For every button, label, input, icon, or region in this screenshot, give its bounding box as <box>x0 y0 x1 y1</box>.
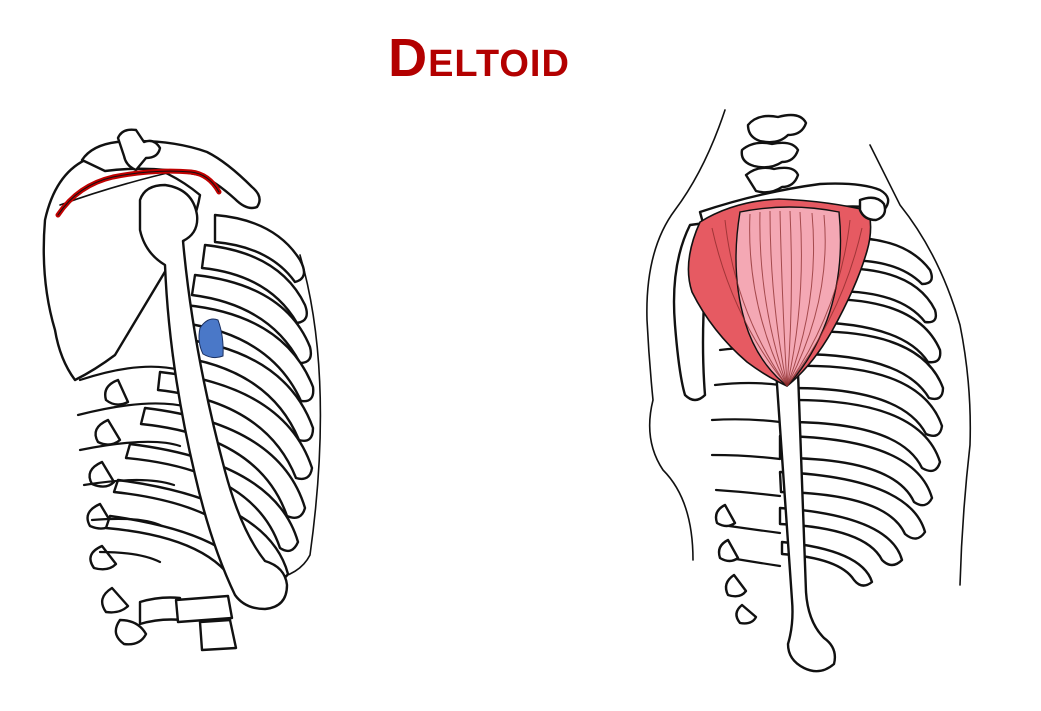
right-thoracic-vertebrae <box>714 503 758 625</box>
left-vertebral-column <box>86 378 238 652</box>
right-humerus <box>774 367 837 673</box>
right-skeleton-figure <box>646 109 972 673</box>
right-body-outline <box>646 109 726 561</box>
left-skeleton-figure <box>42 128 322 652</box>
page-title: Deltoid <box>388 28 570 88</box>
deltoid-muscle <box>687 198 872 387</box>
deltoid-insertion-area <box>198 318 224 359</box>
left-humerus <box>138 183 289 611</box>
